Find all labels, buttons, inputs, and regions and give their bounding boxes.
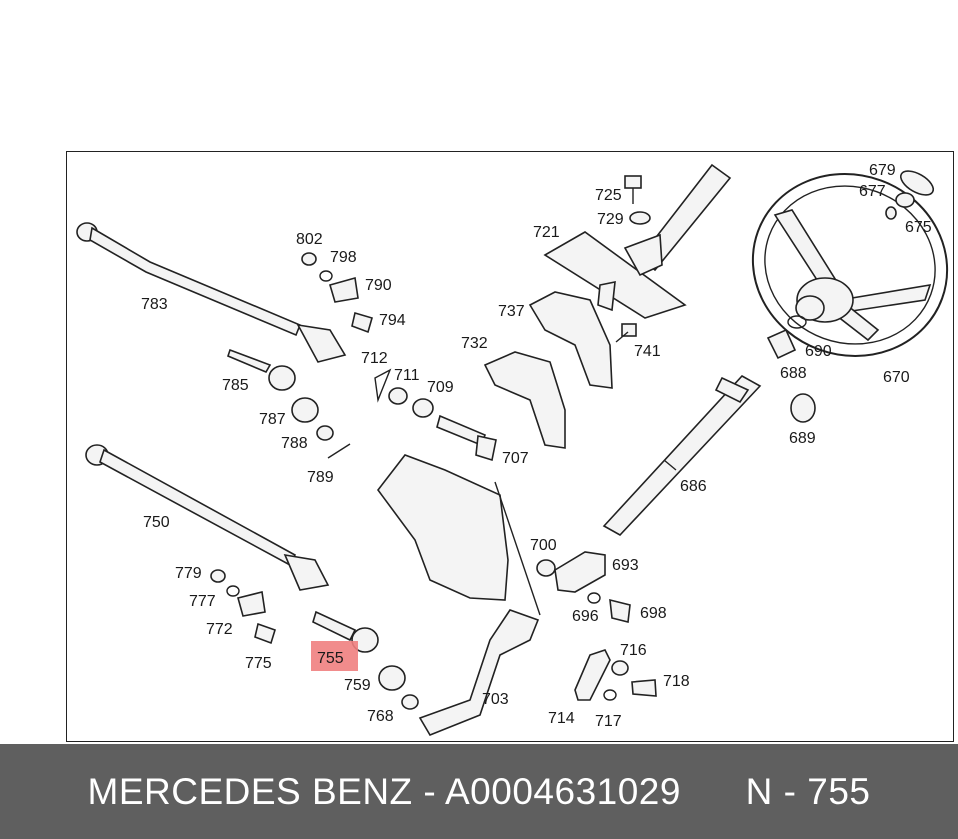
bracket-721 <box>543 163 732 319</box>
steering-parts-diagram: 679 677 675 725 729 721 802 798 790 794 … <box>76 162 949 736</box>
label-716: 716 <box>620 642 647 659</box>
label-690: 690 <box>805 343 832 360</box>
label-759: 759 <box>344 677 371 694</box>
tie-rod-750 <box>85 444 330 591</box>
label-689: 689 <box>789 430 816 447</box>
label-775: 775 <box>245 655 272 672</box>
label-729: 729 <box>597 211 624 228</box>
steering-wheel-670 <box>751 173 949 357</box>
highlight-755 <box>311 641 358 671</box>
washer-716 <box>611 660 629 676</box>
footer-part-number: A0004631029 <box>445 770 681 812</box>
cover-732 <box>483 351 566 449</box>
cover-737 <box>528 291 613 389</box>
label-772: 772 <box>206 621 233 638</box>
gear-pointer-line <box>494 481 541 616</box>
label-790: 790 <box>365 277 392 294</box>
bracket-714 <box>574 649 611 701</box>
label-755: 755 <box>317 650 344 667</box>
label-779: 779 <box>175 565 202 582</box>
footer-brand: MERCEDES BENZ <box>87 770 413 812</box>
footer-ref-label: N - 755 <box>745 770 871 812</box>
nut-700 <box>536 559 556 577</box>
label-698: 698 <box>640 605 667 622</box>
label-794: 794 <box>379 312 406 329</box>
label-670: 670 <box>883 369 910 386</box>
horn-cap-679 <box>885 170 935 220</box>
label-703: 703 <box>482 691 509 708</box>
clamp-772 <box>237 591 266 617</box>
bolt-794 <box>351 311 373 334</box>
bolt-725 <box>624 175 642 204</box>
label-712: 712 <box>361 350 388 367</box>
washer-696 <box>587 592 601 604</box>
label-750: 750 <box>143 514 170 531</box>
column-parts-688-690 <box>766 315 816 423</box>
ball-joint-785 <box>227 348 296 391</box>
washer-709 <box>412 398 434 418</box>
label-717: 717 <box>595 713 622 730</box>
label-777: 777 <box>189 593 216 610</box>
footer-gap <box>681 771 746 812</box>
label-802: 802 <box>296 231 323 248</box>
label-787: 787 <box>259 411 286 428</box>
bolt-707 <box>436 414 497 462</box>
label-718: 718 <box>663 673 690 690</box>
washer-729 <box>629 211 651 225</box>
ball-joint-755 <box>312 610 379 653</box>
bolt-741 <box>615 323 637 343</box>
bolt-775 <box>254 622 276 645</box>
label-785: 785 <box>222 377 249 394</box>
footer-bar: MERCEDES BENZ - A0004631029 N - 755 <box>0 744 958 839</box>
nut-768 <box>401 694 419 710</box>
cotter-pin-789 <box>327 443 351 459</box>
label-677: 677 <box>859 183 886 200</box>
footer-caption: MERCEDES BENZ - A0004631029 N - 755 <box>88 771 871 813</box>
label-741: 741 <box>634 343 661 360</box>
label-707: 707 <box>502 450 529 467</box>
washer-777 <box>226 585 240 597</box>
label-696: 696 <box>572 608 599 625</box>
footer-separator: - <box>412 770 445 812</box>
steering-gear-box <box>376 454 509 601</box>
label-679: 679 <box>869 162 896 179</box>
label-768: 768 <box>367 708 394 725</box>
label-688: 688 <box>780 365 807 382</box>
label-693: 693 <box>612 557 639 574</box>
washer-798 <box>319 270 333 282</box>
universal-joint-693 <box>554 551 606 593</box>
label-721: 721 <box>533 224 560 241</box>
label-788: 788 <box>281 435 308 452</box>
nut-802 <box>301 252 317 266</box>
cotter-pin-712 <box>374 368 392 403</box>
label-686: 686 <box>680 478 707 495</box>
nut-711 <box>388 387 408 405</box>
bolt-698 <box>609 598 631 623</box>
bolt-718 <box>631 679 657 697</box>
label-798: 798 <box>330 249 357 266</box>
clamp-790 <box>329 276 359 303</box>
label-675: 675 <box>905 219 932 236</box>
steering-column-686 <box>602 374 762 537</box>
nut-788 <box>316 425 334 441</box>
label-737: 737 <box>498 303 525 320</box>
label-783: 783 <box>141 296 168 313</box>
pitman-arm-703 <box>418 609 540 736</box>
drag-link-783 <box>76 222 347 363</box>
label-711: 711 <box>394 367 420 384</box>
label-700: 700 <box>530 537 557 554</box>
boot-759 <box>378 665 406 691</box>
washer-717 <box>603 689 617 701</box>
label-732: 732 <box>461 335 488 352</box>
label-725: 725 <box>595 187 622 204</box>
boot-787 <box>291 397 319 423</box>
label-709: 709 <box>427 379 454 396</box>
label-789: 789 <box>307 469 334 486</box>
nut-779 <box>210 569 226 583</box>
label-714: 714 <box>548 710 575 727</box>
